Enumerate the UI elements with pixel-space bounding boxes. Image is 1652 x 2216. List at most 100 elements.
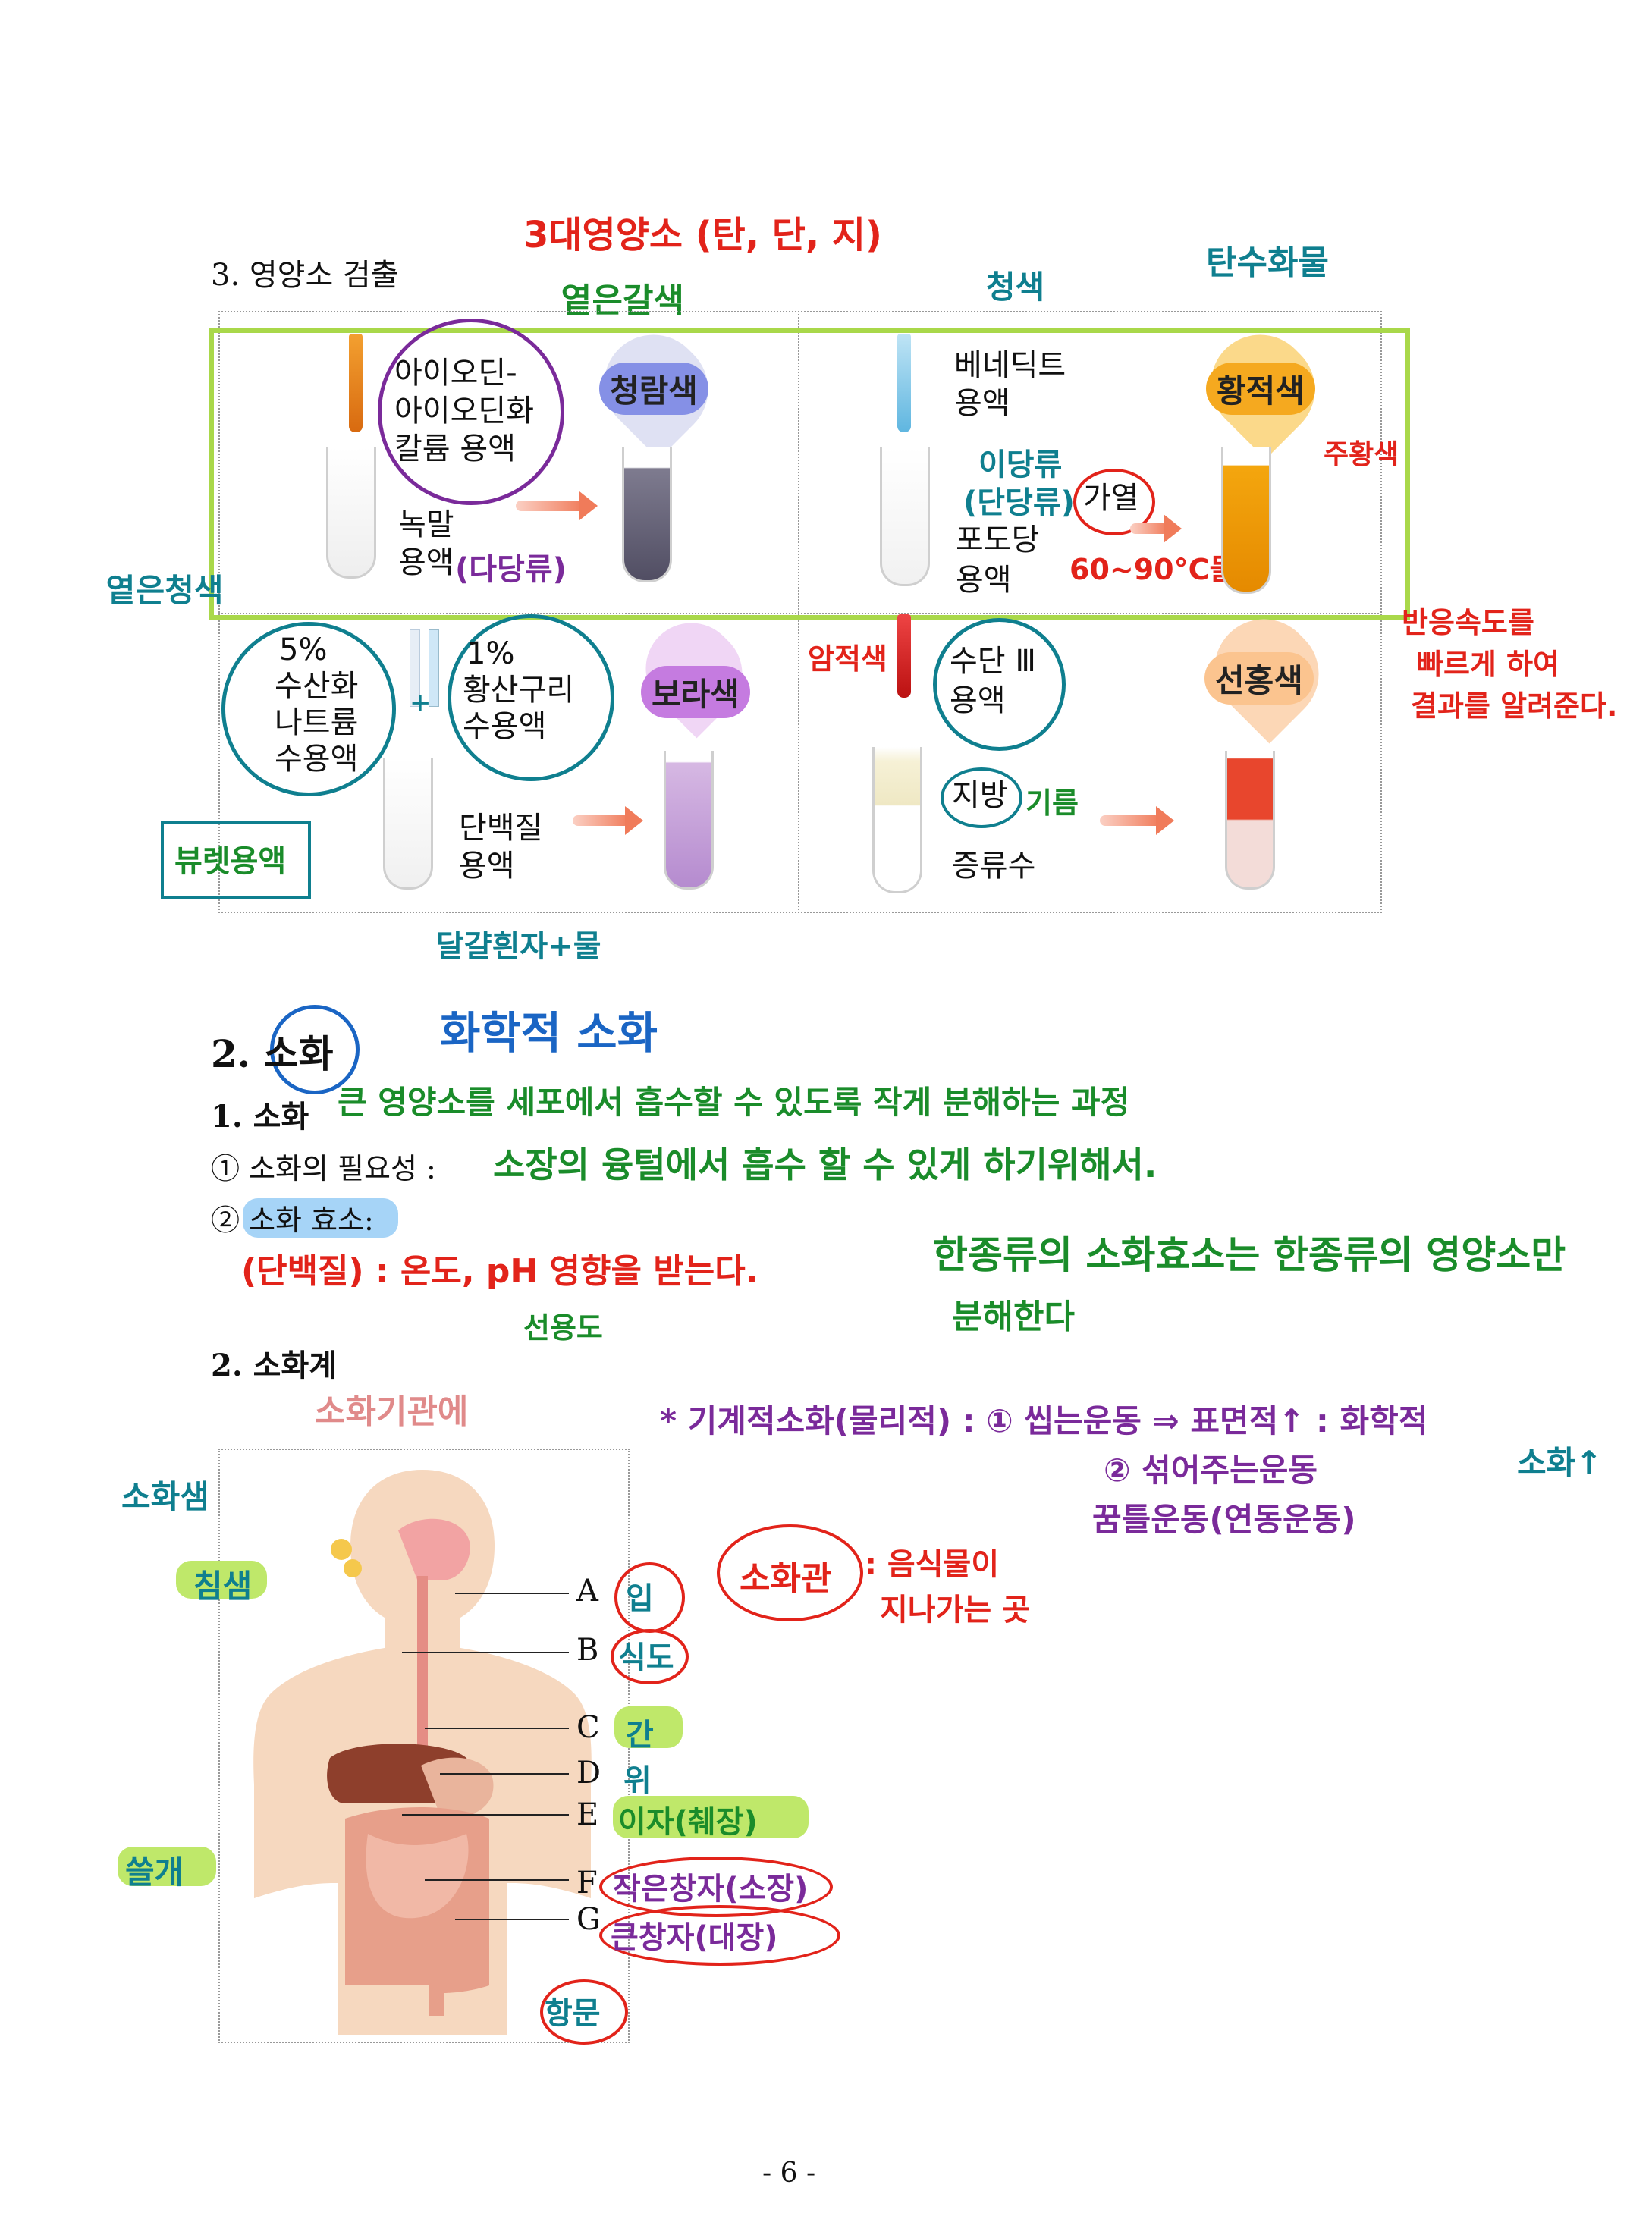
- protein-dropper-b: [429, 629, 439, 707]
- naoh-line1: 5%: [279, 632, 328, 667]
- naoh-line4: 수용액: [275, 742, 359, 777]
- fat-circle: [941, 767, 1022, 828]
- left-note-salivary: 침샘: [193, 1568, 253, 1605]
- digestive-tract-label: 소화관: [740, 1559, 832, 1598]
- organ-name-c: 간: [626, 1718, 654, 1753]
- item4-label: 2. 소화계: [211, 1348, 338, 1383]
- starch-reaction-arrow: [516, 491, 598, 520]
- sudan-line2: 용액: [950, 683, 1006, 718]
- organ-letter-d: D: [576, 1756, 601, 1791]
- starch-sample-note: (다당류): [455, 552, 567, 587]
- organ-g-circle: [599, 1905, 840, 1966]
- reaction-note-line1: 반응속도를: [1402, 606, 1534, 639]
- organ-line-f: [425, 1879, 569, 1881]
- organ-letter-a: A: [576, 1574, 598, 1609]
- protein-plus: +: [410, 688, 432, 718]
- protein-tube: [383, 758, 433, 890]
- protein-result-tube: [664, 751, 714, 890]
- item2-label: ① 소화의 필요성 :: [211, 1152, 436, 1185]
- organ-c-highlight: [614, 1706, 683, 1748]
- heat-label: 가열: [1083, 481, 1139, 516]
- anus-circle: [540, 1979, 628, 2045]
- digestive-system-illustration: [253, 1470, 592, 2035]
- organ-name-f: 작은창자(소장): [613, 1872, 809, 1907]
- fat-sample-bottom: 증류수: [952, 849, 1036, 884]
- organ-b-circle: [611, 1629, 689, 1684]
- organ-line-g: [455, 1919, 569, 1920]
- sudan-dropper: [897, 614, 911, 698]
- organ-letter-f: F: [576, 1866, 598, 1901]
- digestive-tract-note-1: : 음식물이: [865, 1547, 1000, 1582]
- glucose-note-disaccharide: 이당류: [978, 447, 1063, 482]
- item3-note-green-2: 분해한다: [952, 1298, 1075, 1336]
- item3-note-green: 한종류의 소화효소는 한종류의 영양소만: [933, 1233, 1566, 1277]
- fat-sample-top: 지방: [952, 778, 1008, 813]
- protein-sample-note: 달걀흰자+물: [436, 929, 601, 964]
- organ-name-g: 큰창자(대장): [611, 1920, 778, 1955]
- glucose-sample-line1: 포도당: [956, 523, 1040, 557]
- organ-letter-c: C: [576, 1710, 600, 1745]
- sudan-line1: 수단 Ⅲ: [950, 644, 1036, 679]
- item2-note: 소장의 융털에서 흡수 할 수 있게 하기위해서.: [493, 1144, 1157, 1185]
- starch-sample-line2: 용액: [398, 545, 454, 580]
- note-light-brown: 옅은갈색: [561, 281, 684, 320]
- protein-result-badge: 보라색: [641, 666, 750, 718]
- starch-tube: [326, 447, 376, 579]
- naoh-line3: 나트륨: [275, 705, 359, 740]
- left-note-gallbladder: 쓸개: [125, 1853, 184, 1891]
- organ-line-c: [425, 1728, 569, 1729]
- item3-highlight: [243, 1198, 398, 1238]
- iodine-reagent-circle: [378, 319, 564, 505]
- organ-line-d: [440, 1773, 569, 1775]
- organ-name-e: 이자(췌장): [618, 1805, 758, 1840]
- anus-label: 항문: [545, 1996, 601, 2031]
- starch-result-badge: 청람색: [599, 363, 708, 415]
- glucose-reaction-arrow: [1130, 514, 1182, 543]
- glucose-sample-line2: 용액: [956, 563, 1012, 598]
- benedict-dropper: [897, 334, 911, 432]
- protein-sample-line2: 용액: [459, 849, 515, 884]
- biuret-note: 뷰렛용액: [174, 844, 287, 879]
- organ-line-b: [402, 1652, 569, 1653]
- starch-result-tube: [622, 447, 672, 582]
- protein-reaction-arrow: [573, 806, 643, 835]
- item3-label: ② 소화 효소:: [211, 1204, 374, 1237]
- protein-sample-line1: 단백질: [459, 811, 543, 846]
- cuso4-line3: 수용액: [463, 709, 547, 744]
- organ-name-b: 식도: [618, 1640, 674, 1675]
- cuso4-line1: 1%: [466, 636, 515, 671]
- mechanical-line3: 꿈틀운동(연동운동): [1092, 1501, 1356, 1538]
- pancreas-highlight: [118, 1847, 216, 1886]
- note-light-blue: 옅은청색: [106, 572, 224, 609]
- fat-sample-top-note: 기름: [1025, 786, 1079, 820]
- item1-label: 1. 소화: [211, 1099, 309, 1135]
- benedict-reagent-line1: 베네딕트: [954, 348, 1066, 383]
- note-carbohydrate: 탄수화물: [1206, 243, 1329, 282]
- fat-tube: [872, 747, 922, 893]
- glucose-result-badge: 황적색: [1206, 363, 1315, 415]
- protein-dropper-a: [410, 629, 420, 707]
- digestive-tract-note-2: 지나가는 곳: [880, 1593, 1030, 1627]
- naoh-circle: [221, 622, 396, 796]
- item1-note: 큰 영양소를 세포에서 흡수할 수 있도록 작게 분해하는 과정: [338, 1084, 1130, 1121]
- fat-result-badge: 선홍색: [1204, 652, 1314, 705]
- figure-divider-h: [218, 613, 1379, 614]
- mechanical-line2: ② 섞어주는운동: [1104, 1452, 1318, 1489]
- heat-circle: [1073, 469, 1155, 535]
- biuret-note-box: [161, 821, 311, 899]
- section2-title-note: 화학적 소화: [440, 1007, 658, 1059]
- organ-letter-e: E: [576, 1797, 599, 1832]
- fat-result-tube: [1225, 751, 1275, 890]
- naoh-line2: 수산화: [275, 669, 359, 704]
- figure-divider-v: [798, 311, 799, 910]
- fat-reagent-note: 암적색: [808, 642, 887, 676]
- glucose-result-note: 주황색: [1324, 439, 1399, 470]
- digestive-tract-circle: [717, 1524, 863, 1621]
- nutrient-test-figure: [218, 311, 1382, 913]
- organ-name-a: 입: [626, 1581, 654, 1616]
- reaction-note-line2: 빠르게 하여: [1417, 648, 1560, 681]
- carbohydrate-highlight-box: [209, 328, 1410, 620]
- item3-note-red: (단백질) : 온도, pH 영향을 받는다.: [241, 1252, 758, 1291]
- iodine-reagent-line3: 칼륨 용액: [394, 432, 516, 466]
- mechanical-line1: * 기계적소화(물리적) : ① 씹는운동 ⇒ 표면적↑ : 화학적: [660, 1402, 1428, 1439]
